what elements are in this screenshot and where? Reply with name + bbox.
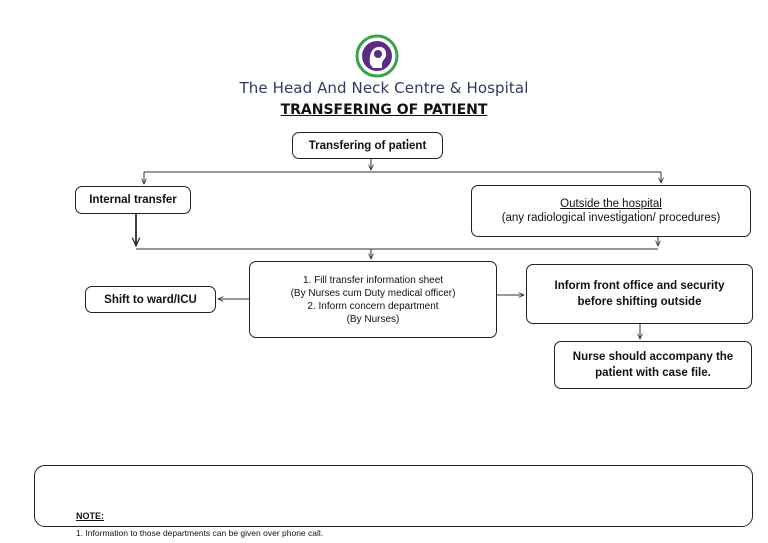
- node-outside-hospital: Outside the hospital (any radiological i…: [471, 185, 751, 237]
- node-center-line-3: 2. Inform concern department: [307, 300, 439, 312]
- node-center-line-2: (By Nurses cum Duty medical officer): [290, 287, 456, 299]
- node-fill-transfer-sheet: 1. Fill transfer information sheet (By N…: [249, 261, 497, 338]
- node-outside-title: Outside the hospital: [560, 198, 662, 210]
- node-outside-subtitle: (any radiological investi̇gati̇on/ proce…: [501, 212, 721, 224]
- node-internal-transfer: Internal transfer: [75, 186, 191, 214]
- node-root-label: Transfering of pati̇ent: [308, 139, 427, 152]
- node-front-line-1: Inform front office and security: [554, 280, 725, 292]
- page-title: TRANSFERING OF PATIENT: [280, 102, 488, 118]
- note-item: 1. Information to those departments can …: [76, 528, 324, 538]
- note-title: NOTE:: [76, 511, 104, 521]
- node-shift-to-ward: Shift to ward/ICU: [85, 286, 216, 313]
- node-nurse-accompany: Nurse should accompany the pati̇ent with…: [554, 341, 752, 389]
- node-nurse-line-2: pati̇ent with case file.: [595, 367, 711, 379]
- node-internal-label: Internal transfer: [89, 194, 177, 206]
- node-nurse-line-1: Nurse should accompany the: [572, 351, 734, 363]
- node-front-line-2: before shifting outside: [577, 296, 702, 308]
- node-center-line-4: (By Nurses): [346, 313, 400, 325]
- hospital-logo-icon: [355, 34, 399, 78]
- organization-name: The Head And Neck Centre & Hospital: [239, 79, 529, 97]
- node-inform-front-office: Inform front office and security before …: [526, 264, 753, 324]
- node-ward-label: Shift to ward/ICU: [104, 293, 197, 306]
- node-center-line-1: 1. Fill transfer information sheet: [302, 274, 444, 286]
- note-box: [34, 465, 753, 527]
- node-transfering-of-patient: Transfering of pati̇ent: [292, 132, 443, 159]
